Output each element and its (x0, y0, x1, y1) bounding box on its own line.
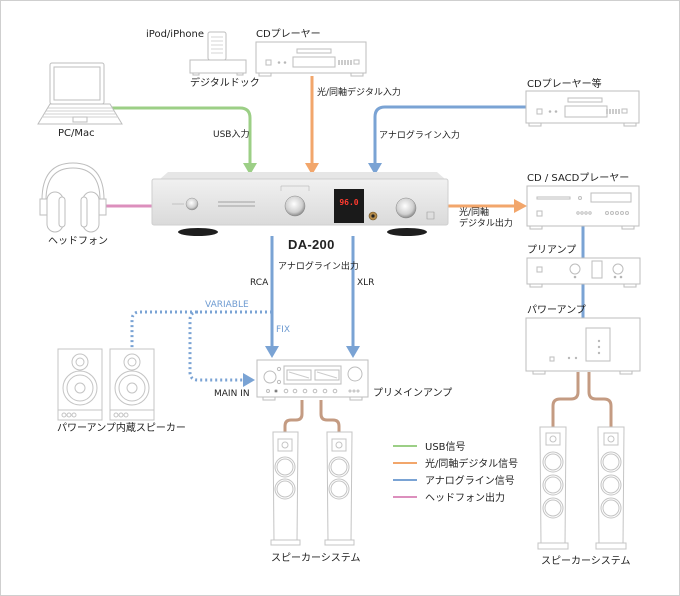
speaker-system-left-label: スピーカーシステム (271, 553, 361, 564)
cd-player-label: CDプレーヤー (256, 29, 321, 40)
legend-label: ヘッドフォン出力 (425, 493, 505, 504)
digital-out-label-2: デジタル出力 (459, 219, 513, 229)
input-selector-knob (284, 195, 306, 217)
tower-speaker-right-1 (537, 426, 569, 550)
pc-label: PC/Mac (58, 128, 95, 139)
speaker-cable-left-2 (319, 400, 341, 432)
digital-out-label-1: 光/同軸 (459, 208, 490, 218)
legend-label: アナログライン信号 (425, 476, 515, 487)
ipod-label: iPod/iPhone (146, 29, 205, 40)
analog-out-label: アナログライン出力 (278, 262, 359, 272)
cd-sacd-player-icon (526, 185, 640, 230)
analog-in-arrowhead (368, 163, 382, 175)
rca-arrowhead (265, 346, 279, 358)
preamp-icon (526, 257, 641, 288)
main-in-arrowhead (243, 373, 255, 387)
usb-cable (112, 106, 252, 165)
cd-player-icon (255, 41, 367, 77)
integrated-amp-label: プリメインアンプ (373, 388, 453, 399)
legend-item-headphone: ヘッドフォン出力 (393, 488, 518, 505)
headphones-icon (39, 162, 107, 233)
powered-speaker-right (109, 348, 155, 421)
powered-speaker-left (57, 348, 103, 421)
variable-cable (130, 310, 272, 348)
usb-arrowhead (243, 163, 257, 175)
speaker-cable-right-1 (551, 372, 580, 427)
speaker-system-right-label: スピーカーシステム (541, 556, 631, 567)
power-amp-label: パワーアンプ (527, 305, 586, 316)
cd-sacd-label: CD / SACDプレーヤー (527, 173, 630, 184)
integrated-amp-icon (256, 359, 369, 401)
rca-label: RCA (250, 278, 269, 288)
digital-in-label: 光/同軸デジタル入力 (317, 88, 401, 98)
legend-item-digital: 光/同軸デジタル信号 (393, 454, 518, 471)
legend: USB信号 光/同軸デジタル信号 アナログライン信号 ヘッドフォン出力 (393, 437, 518, 505)
ipod-dock-icon (189, 31, 247, 76)
power-amp-icon (525, 317, 641, 375)
legend-label: USB信号 (425, 442, 466, 453)
legend-label: 光/同軸デジタル信号 (425, 459, 519, 470)
dock-label: デジタルドック (190, 78, 260, 89)
legend-item-usb: USB信号 (393, 437, 518, 454)
xlr-arrowhead (346, 346, 360, 358)
xlr-label: XLR (357, 278, 375, 288)
speaker-cable-left-1 (283, 400, 304, 432)
display-readout: 96.0 (339, 198, 358, 207)
fix-label: FIX (276, 325, 290, 335)
cd-player-etc-icon (525, 90, 640, 127)
legend-swatch (393, 495, 417, 498)
legend-swatch (393, 478, 417, 481)
cd-player-etc-label: CDプレーヤー等 (527, 79, 602, 90)
device-name: DA-200 (288, 237, 335, 252)
digital-out-arrowhead (514, 199, 527, 213)
tower-speaker-right-2 (595, 426, 627, 550)
laptop-icon (37, 62, 123, 125)
analog-in-label: アナログライン入力 (379, 131, 460, 141)
tower-speaker-left-1 (270, 431, 301, 546)
legend-swatch (393, 461, 417, 464)
variable-to-main-in-cable (188, 310, 244, 382)
usb-in-label: USB入力 (213, 130, 250, 140)
speaker-cable-right-2 (587, 372, 613, 427)
power-knob (185, 197, 199, 211)
display-panel (334, 189, 364, 223)
tower-speaker-left-2 (324, 431, 355, 546)
da200-unit: 96.0 (151, 172, 449, 236)
preamp-label: プリアンプ (527, 245, 577, 256)
variable-label: VARIABLE (205, 300, 249, 310)
powered-speakers-label: パワーアンプ内蔵スピーカー (57, 423, 186, 434)
digital-in-arrowhead (305, 163, 319, 175)
headphones-label: ヘッドフォン (48, 236, 108, 247)
analog-in-cable (373, 105, 526, 165)
legend-item-analog: アナログライン信号 (393, 471, 518, 488)
volume-knob (395, 197, 417, 219)
legend-swatch (393, 444, 417, 447)
main-in-label: MAIN IN (214, 389, 250, 399)
